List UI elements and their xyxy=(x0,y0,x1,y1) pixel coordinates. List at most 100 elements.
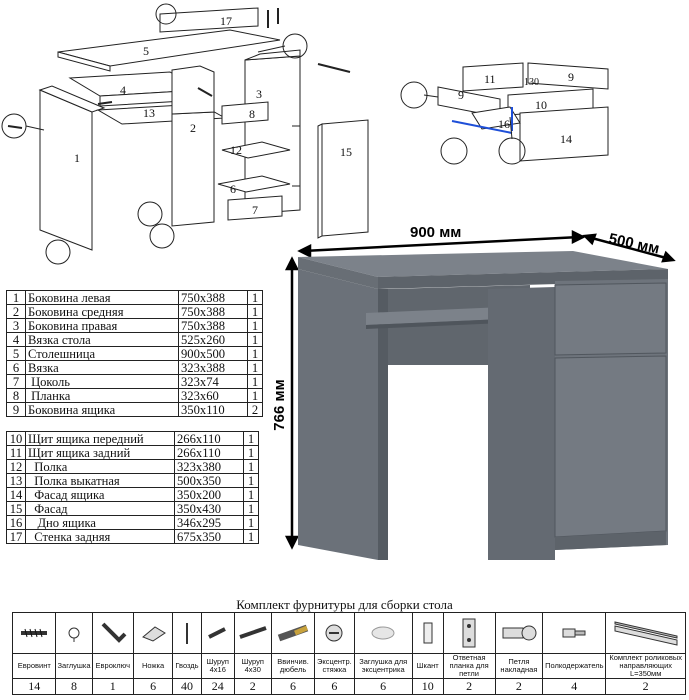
hardware-label: Петля накладная xyxy=(494,653,544,679)
part-qty: 1 xyxy=(243,487,259,502)
shelf-pin-icon xyxy=(542,612,607,654)
hardware-count: 6 xyxy=(314,678,355,695)
hardware-label: Ножка xyxy=(132,653,174,679)
hardware-count: 6 xyxy=(132,678,174,695)
part-n: 12 xyxy=(6,459,26,474)
label-1: 1 xyxy=(74,151,80,165)
part-n: 5 xyxy=(6,346,26,361)
hardware-count: 1 xyxy=(91,678,134,695)
hardware-count: 2 xyxy=(442,678,496,695)
hardware-label: Заглушка для эксцентрика xyxy=(353,653,413,679)
label-8: 8 xyxy=(249,107,255,121)
hardware-count: 40 xyxy=(172,678,202,695)
part-size: 750x388 xyxy=(178,318,248,333)
hardware-label: Евроключ xyxy=(91,653,134,679)
part-n: 10 xyxy=(6,431,26,446)
part-name: Щит ящика передний xyxy=(25,431,175,446)
part-n: 1 xyxy=(6,290,26,305)
label-17: 17 xyxy=(220,14,232,28)
part-qty: 1 xyxy=(247,388,263,403)
part-size: 266x110 xyxy=(174,431,244,446)
part-name: Дно ящика xyxy=(25,515,175,530)
label-12: 12 xyxy=(230,143,242,157)
part-name: Боковина правая xyxy=(25,318,179,333)
wood-dowel-icon xyxy=(411,612,444,654)
part-name: Фасад ящика xyxy=(25,487,175,502)
hardware-count: 8 xyxy=(55,678,93,695)
part-qty: 1 xyxy=(243,459,259,474)
part-n: 17 xyxy=(6,529,26,544)
drawer-slide-icon xyxy=(605,612,686,654)
part-qty: 1 xyxy=(247,318,263,333)
part-size: 675x350 xyxy=(174,529,244,544)
part-size: 350x110 xyxy=(178,402,248,417)
part-qty: 1 xyxy=(243,501,259,516)
part-n: 16 xyxy=(6,515,26,530)
part-qty: 1 xyxy=(243,515,259,530)
drawer-label-11: 11 xyxy=(484,72,496,86)
hardware-count: 6 xyxy=(270,678,316,695)
label-13: 13 xyxy=(143,106,155,120)
part-size: 900x500 xyxy=(178,346,248,361)
part-qty: 1 xyxy=(243,529,259,544)
hardware-label: Евровинт xyxy=(11,653,57,679)
hardware-label: Шуруп 4x30 xyxy=(233,653,272,679)
part-n: 7 xyxy=(6,374,26,389)
part-size: 323x388 xyxy=(178,360,248,375)
part-n: 15 xyxy=(6,501,26,516)
desk-body xyxy=(298,251,668,560)
drawer-label-9-right: 9 xyxy=(568,70,574,84)
label-7: 7 xyxy=(252,203,258,217)
part-size: 323x380 xyxy=(174,459,244,474)
part-n: 14 xyxy=(6,487,26,502)
part-name: Боковина ящика xyxy=(25,402,179,417)
part-n: 6 xyxy=(6,360,26,375)
part-name: Полка выкатная xyxy=(25,473,175,488)
part-size: 350x430 xyxy=(174,501,244,516)
part-name: Вязка xyxy=(25,360,179,375)
part-qty: 1 xyxy=(247,374,263,389)
cap-icon xyxy=(55,612,93,654)
part-name: Планка xyxy=(25,388,179,403)
part-name: Стенка задняя xyxy=(25,529,175,544)
hardware-count: 14 xyxy=(11,678,57,695)
short-screw-icon xyxy=(200,612,235,654)
part-size: 525x260 xyxy=(178,332,248,347)
part-n: 8 xyxy=(6,388,26,403)
assembly-diagram: 1 2 3 4 5 6 7 8 12 13 15 17 xyxy=(1,3,369,265)
part-name: Боковина левая xyxy=(25,290,179,305)
drawer-label-14: 14 xyxy=(560,132,572,146)
drawer-diagram: 9 9 10 11 14 16 130 xyxy=(400,62,609,165)
hinge-plate-icon xyxy=(442,612,496,654)
part-size: 323x74 xyxy=(178,374,248,389)
part-name: Боковина средняя xyxy=(25,304,179,319)
hardware-label: Гвоздь xyxy=(172,653,202,679)
hardware-count: 2 xyxy=(233,678,272,695)
drawer-label-16: 16 xyxy=(498,117,510,131)
hardware-label: Заглушка xyxy=(55,653,93,679)
part-size: 350x200 xyxy=(174,487,244,502)
label-3: 3 xyxy=(256,87,262,101)
hardware-count: 10 xyxy=(411,678,444,695)
foot-pad-icon xyxy=(132,612,174,654)
part-qty: 1 xyxy=(247,332,263,347)
label-2: 2 xyxy=(190,121,196,135)
dim-height: 766 мм xyxy=(271,379,288,430)
part-size: 750x388 xyxy=(178,290,248,305)
part-n: 9 xyxy=(6,402,26,417)
desk-render: 900 мм 500 мм 766 мм xyxy=(271,224,676,560)
dowel-icon xyxy=(270,612,316,654)
nail-icon xyxy=(172,612,202,654)
